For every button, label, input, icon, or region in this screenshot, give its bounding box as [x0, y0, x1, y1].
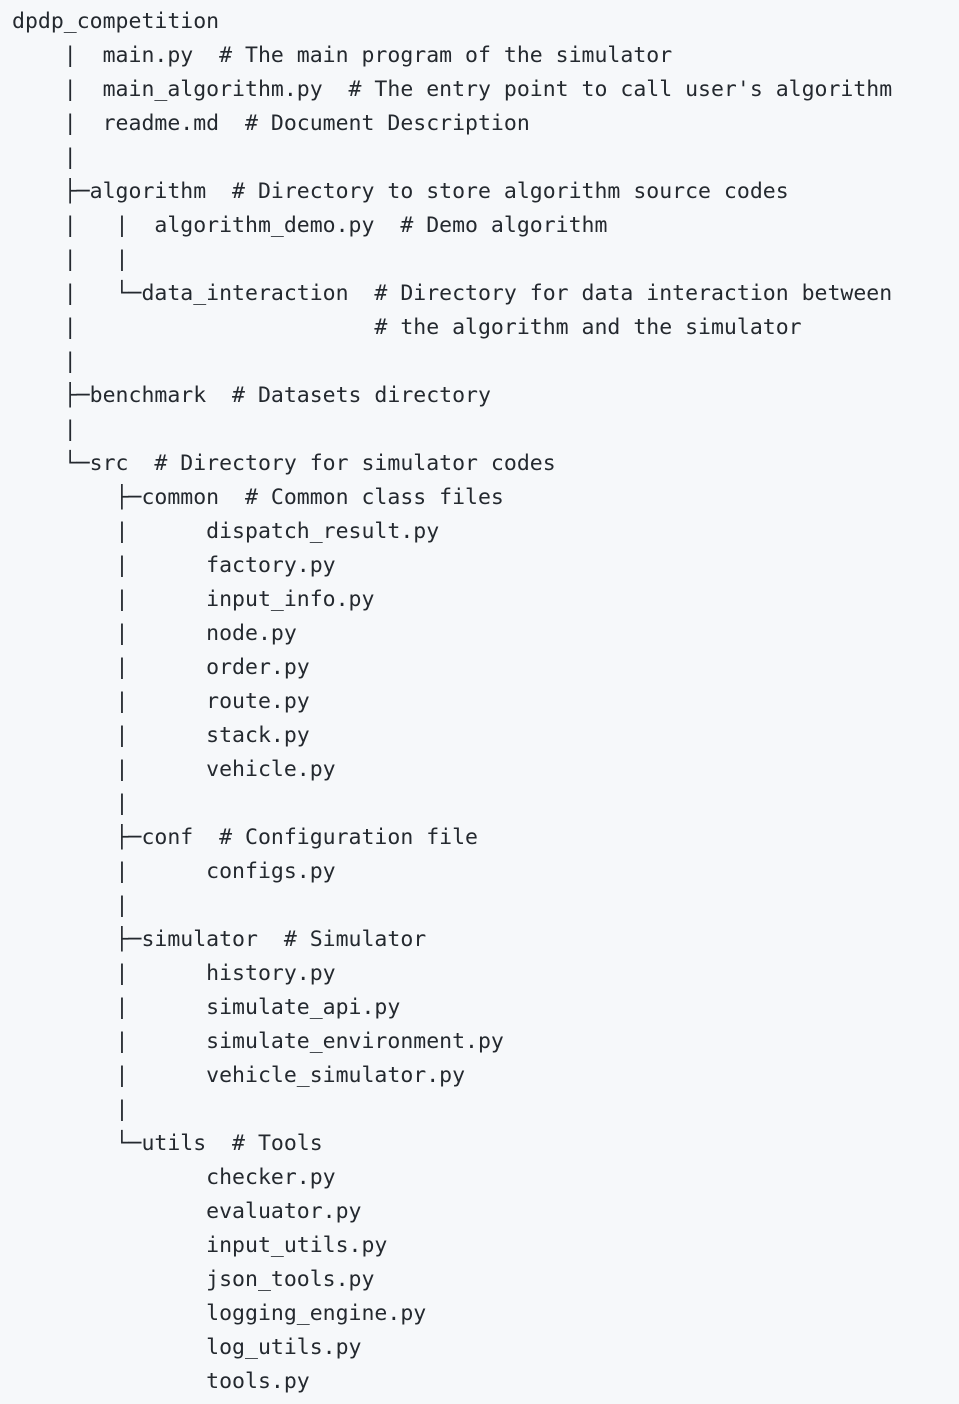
code-line: input_utils.py	[12, 1233, 388, 1258]
code-line: |	[12, 893, 129, 918]
code-line: | input_info.py	[12, 587, 375, 612]
code-line: json_tools.py	[12, 1267, 375, 1292]
code-line: | dispatch_result.py	[12, 519, 440, 544]
code-line: | # the algorithm and the simulator	[12, 315, 802, 340]
code-line: ├─conf # Configuration file	[12, 825, 478, 850]
code-line: |	[12, 791, 129, 816]
code-line: evaluator.py	[12, 1199, 362, 1224]
code-line: | node.py	[12, 621, 297, 646]
code-line: log_utils.py	[12, 1335, 362, 1360]
code-line: | factory.py	[12, 553, 336, 578]
code-line: tools.py	[12, 1369, 310, 1394]
code-line: | |	[12, 247, 129, 272]
code-line: | └─data_interaction # Directory for dat…	[12, 281, 893, 306]
code-line: checker.py	[12, 1165, 336, 1190]
code-line: | order.py	[12, 655, 310, 680]
code-line: |	[12, 145, 77, 170]
code-line: | stack.py	[12, 723, 310, 748]
code-line: | route.py	[12, 689, 310, 714]
code-line: |	[12, 417, 77, 442]
code-line: ├─simulator # Simulator	[12, 927, 427, 952]
code-line: | simulate_api.py	[12, 995, 401, 1020]
code-line: | configs.py	[12, 859, 336, 884]
code-line: dpdp_competition	[12, 9, 220, 34]
code-line: └─utils # Tools	[12, 1131, 323, 1156]
code-line: ├─benchmark # Datasets directory	[12, 383, 491, 408]
code-line: | vehicle_simulator.py	[12, 1063, 466, 1088]
code-line: └─src # Directory for simulator codes	[12, 451, 556, 476]
code-line: | readme.md # Document Description	[12, 111, 530, 136]
code-line: |	[12, 349, 77, 374]
code-line: | simulate_environment.py	[12, 1029, 504, 1054]
code-line: | main.py # The main program of the simu…	[12, 43, 673, 68]
code-line: | vehicle.py	[12, 757, 336, 782]
code-line: | history.py	[12, 961, 336, 986]
code-line: ├─common # Common class files	[12, 485, 504, 510]
code-line: logging_engine.py	[12, 1301, 427, 1326]
code-line: | | algorithm_demo.py # Demo algorithm	[12, 213, 608, 238]
code-line: |	[12, 1097, 129, 1122]
code-line: ├─algorithm # Directory to store algorit…	[12, 179, 789, 204]
code-line: | main_algorithm.py # The entry point to…	[12, 77, 893, 102]
